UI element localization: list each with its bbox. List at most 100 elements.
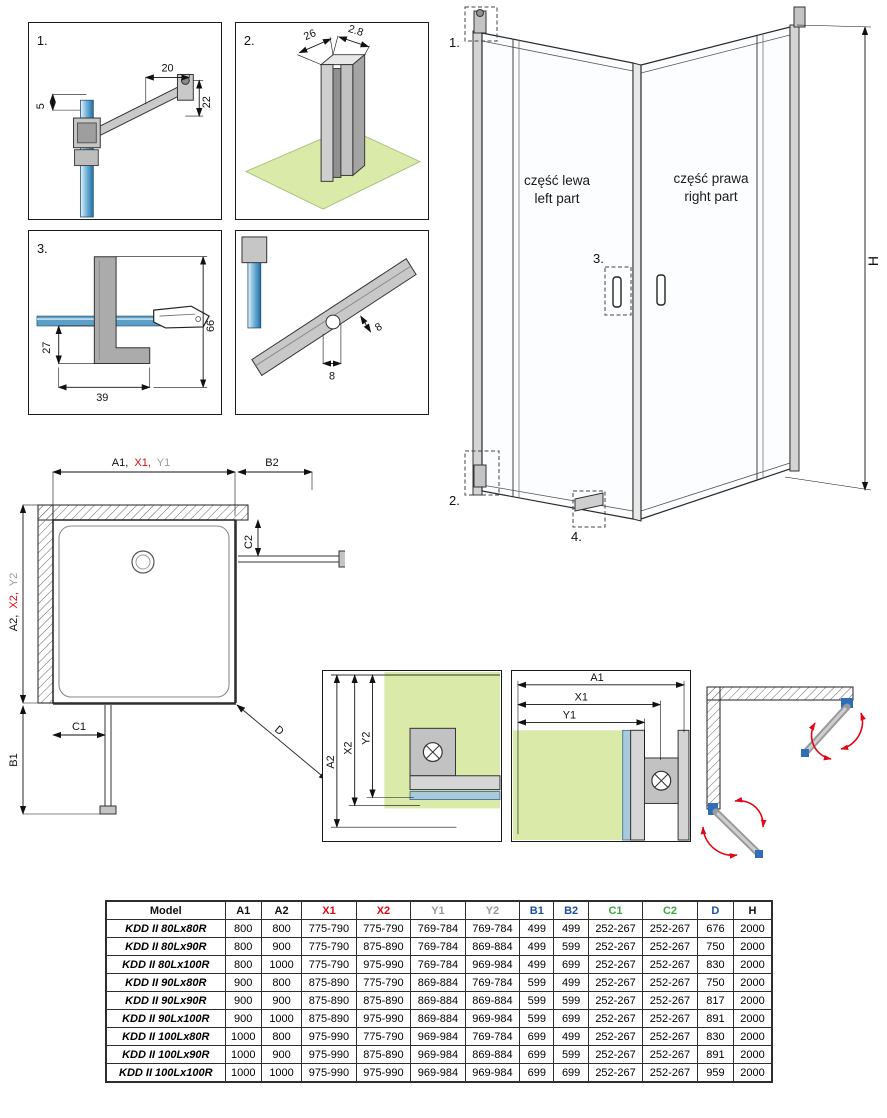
right-door-end-profile bbox=[338, 550, 345, 568]
value-cell: 869-884 bbox=[464, 937, 521, 956]
value-cell: 800 bbox=[224, 955, 262, 974]
dim-H: H bbox=[865, 256, 881, 266]
value-cell: 2000 bbox=[733, 973, 773, 992]
glass-clamp-bar bbox=[409, 775, 501, 791]
value-cell: 817 bbox=[696, 991, 735, 1010]
value-cell: 252-267 bbox=[642, 973, 698, 992]
wall-band bbox=[677, 729, 690, 841]
value-cell: 699 bbox=[519, 1063, 555, 1083]
value-cell: 969-984 bbox=[410, 1063, 466, 1083]
dim-B1: B1 bbox=[8, 753, 20, 766]
dim-22: 22 bbox=[201, 96, 213, 108]
value-cell: 775-790 bbox=[355, 1027, 412, 1046]
value-cell: 900 bbox=[224, 1009, 262, 1028]
value-cell: 775-790 bbox=[355, 919, 412, 938]
value-cell: 252-267 bbox=[587, 1009, 644, 1028]
value-cell: 959 bbox=[696, 1063, 735, 1083]
detail-3-number: 3. bbox=[37, 241, 48, 256]
value-cell: 750 bbox=[696, 973, 735, 992]
value-cell: 769-784 bbox=[464, 1027, 521, 1046]
value-cell: 676 bbox=[696, 919, 735, 938]
model-cell: KDD II 80Lx80R bbox=[105, 919, 226, 938]
door-pivot-diagram bbox=[700, 686, 866, 859]
leaf-end-fitting-2 bbox=[755, 850, 763, 858]
table-header-cell: B1 bbox=[519, 900, 555, 920]
swing-arrow-left-2 bbox=[734, 797, 767, 828]
value-cell: 499 bbox=[519, 955, 555, 974]
dim-27: 27 bbox=[41, 342, 53, 354]
value-cell: 969-984 bbox=[464, 1063, 521, 1083]
value-cell: 252-267 bbox=[587, 1063, 644, 1083]
leaf-end-fitting bbox=[801, 749, 809, 757]
table-header-cell: C2 bbox=[642, 900, 698, 920]
value-cell: 800 bbox=[260, 973, 303, 992]
value-cell: 775-790 bbox=[301, 919, 357, 938]
value-cell: 599 bbox=[553, 1045, 589, 1064]
swing-arrow-right bbox=[840, 712, 866, 751]
value-cell: 975-990 bbox=[301, 1063, 357, 1083]
top-right-anchor bbox=[793, 6, 806, 28]
enclosure-front-view: 1. 2. 3. 4. część lewa left part część p… bbox=[449, 6, 881, 544]
dim-Y1-label: Y1 bbox=[157, 457, 170, 469]
dim-5: 5 bbox=[35, 103, 47, 109]
table-header-cell: D bbox=[696, 900, 735, 920]
model-cell: KDD II 100Lx100R bbox=[105, 1063, 226, 1083]
callout-box-1 bbox=[464, 6, 498, 42]
right-part-label-en: right part bbox=[684, 189, 738, 204]
value-cell: 769-784 bbox=[410, 955, 466, 974]
table-header-cell: X2 bbox=[355, 900, 412, 920]
dim-left-A2X2Y2: A2, X2, Y2 bbox=[8, 573, 20, 631]
dim-Y2-label: Y2 bbox=[8, 573, 20, 586]
value-cell: 891 bbox=[696, 1045, 735, 1064]
shower-tray bbox=[52, 519, 236, 704]
model-cell: KDD II 100Lx90R bbox=[105, 1045, 226, 1064]
dim-X1-label: X1, bbox=[134, 457, 151, 469]
left-door-end-profile bbox=[99, 805, 117, 815]
value-cell: 900 bbox=[260, 937, 303, 956]
value-cell: 1000 bbox=[260, 1063, 303, 1083]
drain-inner bbox=[135, 554, 151, 570]
lower-clamp bbox=[74, 149, 99, 167]
value-cell: 800 bbox=[224, 919, 262, 938]
value-cell: 750 bbox=[696, 937, 735, 956]
hinge-bottom bbox=[708, 803, 718, 815]
glass-clamp bbox=[241, 236, 268, 264]
value-cell: 499 bbox=[553, 973, 589, 992]
value-cell: 875-890 bbox=[355, 1045, 412, 1064]
value-cell: 969-984 bbox=[464, 1009, 521, 1028]
value-cell: 975-990 bbox=[355, 955, 412, 974]
value-cell: 891 bbox=[696, 1009, 735, 1028]
handle bbox=[153, 305, 210, 329]
callout-box-3 bbox=[604, 266, 632, 316]
detail-2-number: 2. bbox=[244, 33, 255, 48]
value-cell: 1000 bbox=[224, 1063, 262, 1083]
value-cell: 699 bbox=[553, 955, 589, 974]
detail-drawing-3: 3. 27 39 66 bbox=[28, 230, 222, 415]
value-cell: 699 bbox=[519, 1045, 555, 1064]
detail-drawing-4: 4. 8 8 bbox=[235, 230, 429, 415]
glass-section bbox=[409, 791, 501, 800]
value-cell: 499 bbox=[553, 919, 589, 938]
value-cell: 875-890 bbox=[301, 973, 357, 992]
dim-X1: X1 bbox=[575, 692, 588, 704]
detail-drawing-1: 1. 20 5 22 bbox=[28, 22, 222, 220]
dim-X2-label: X2, bbox=[8, 592, 20, 609]
value-cell: 769-784 bbox=[464, 919, 521, 938]
model-cell: KDD II 90Lx80R bbox=[105, 973, 226, 992]
plan-view: C2 C1 D A1, X1, Y1 B2 A2, X2, Y2 bbox=[8, 457, 345, 815]
section-detail-left: A2 X2 Y2 bbox=[322, 670, 502, 842]
callout-box-4 bbox=[572, 490, 606, 528]
value-cell: 2000 bbox=[733, 919, 773, 938]
value-cell: 800 bbox=[260, 919, 303, 938]
value-cell: 699 bbox=[519, 1027, 555, 1046]
value-cell: 499 bbox=[519, 937, 555, 956]
value-cell: 800 bbox=[224, 937, 262, 956]
dim-C2: C2 bbox=[243, 535, 255, 549]
